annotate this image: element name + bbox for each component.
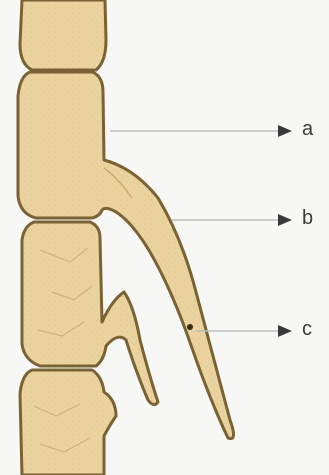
top-cell xyxy=(20,0,106,70)
pointer-arrowhead-c xyxy=(278,325,292,337)
pointer-arrowhead-a xyxy=(278,125,292,137)
label-b: b xyxy=(302,208,313,228)
nucleus xyxy=(187,324,193,330)
label-c: c xyxy=(302,319,312,339)
bottom-cell xyxy=(20,370,116,475)
label-a: a xyxy=(302,119,313,139)
pointer-arrowhead-b xyxy=(278,214,292,226)
